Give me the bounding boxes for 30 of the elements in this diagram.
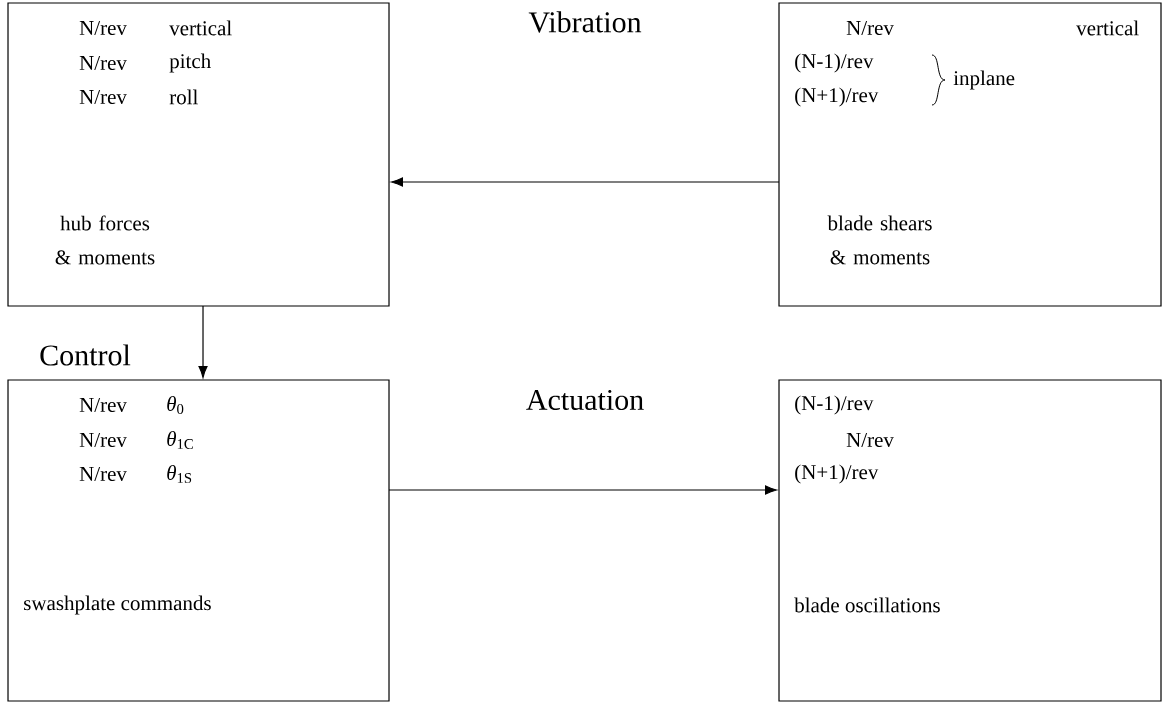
box-text: (N+1)/rev	[795, 87, 879, 107]
box-text: N/rev	[79, 89, 127, 104]
box-text: (N-1)/rev	[795, 395, 874, 415]
box-text: vertical	[1076, 20, 1139, 36]
box-text: hub forces & moments	[55, 215, 155, 265]
box-text: N/rev	[79, 20, 127, 35]
box-text: θ$_{1C}$	[167, 431, 193, 449]
arrow	[391, 177, 780, 187]
heading: Actuation	[526, 389, 644, 411]
box-text: roll	[169, 89, 198, 105]
box-text: inplane	[953, 70, 1015, 90]
box-text: blade shears & moments	[827, 215, 932, 265]
box-text: N/rev	[79, 432, 127, 447]
box-text: θ$_{0}$	[167, 396, 184, 414]
arrow	[198, 305, 208, 378]
box-text: vertical	[169, 20, 232, 36]
arrow	[388, 485, 777, 495]
box-text: N/rev	[79, 466, 127, 481]
box-text: (N-1)/rev	[795, 53, 874, 73]
box-text: θ$_{1S}$	[167, 465, 192, 483]
box-text: swashplate commands	[24, 595, 211, 615]
heading: Control	[40, 344, 131, 366]
box-text: N/rev	[846, 432, 894, 447]
box-text: N/rev	[846, 20, 894, 35]
box-text: N/rev	[79, 397, 127, 412]
box-text: pitch	[169, 53, 211, 73]
box-text: N/rev	[79, 55, 127, 70]
box-text: (N+1)/rev	[795, 464, 879, 484]
box-text: blade oscillations	[794, 597, 940, 613]
heading: Vibration	[528, 11, 642, 33]
